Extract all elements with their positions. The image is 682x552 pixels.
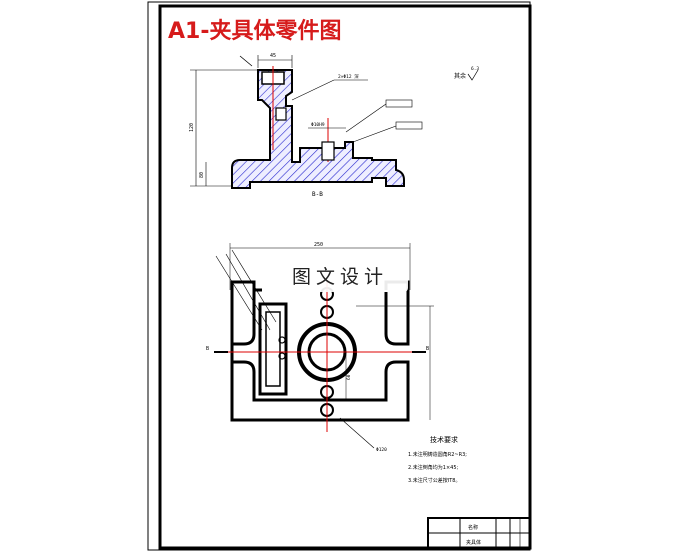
dim-60: 60 <box>346 374 352 380</box>
section-mark-right: B <box>426 346 429 352</box>
title-block: 名称 夹具体 <box>427 517 531 549</box>
boss-hole <box>321 141 335 161</box>
dim-top-width: 45 <box>270 53 276 59</box>
tech-req-item-1: 1.未注明铸造圆角R2~R3; <box>408 451 467 458</box>
left-pocket <box>258 302 288 396</box>
dim-hole-dia: Φ10H9 <box>311 122 325 128</box>
roughness-label: 其余 <box>454 72 466 80</box>
dim-pcd: Φ120 <box>376 447 387 453</box>
plan-view: 250 B B 60 Φ120 <box>206 242 434 453</box>
plan-outline <box>230 280 410 422</box>
section-view: 45 120 80 2×Φ12 深 Φ10H9 B-B <box>189 53 423 198</box>
section-body <box>231 69 405 189</box>
watermark-banner: 图文设计 <box>272 258 408 292</box>
section-label: B-B <box>312 191 323 198</box>
hole-left-2 <box>278 352 286 360</box>
tech-req-item-3: 3.未注尺寸公差按IT8。 <box>408 477 460 484</box>
hole-left-1 <box>278 336 286 344</box>
drawing-title: A1-夹具体零件图 <box>168 19 341 44</box>
inner-frame <box>158 4 532 550</box>
stem-hole <box>275 107 287 121</box>
dim-height: 120 <box>189 123 195 132</box>
title-block-part-name: 夹具体 <box>466 539 481 546</box>
dim-plan-width: 250 <box>314 242 323 248</box>
dim-bottom: 80 <box>199 172 205 178</box>
section-mark-left: B <box>206 346 209 352</box>
tech-req-item-2: 2.未注倒角均为1×45; <box>408 464 459 471</box>
note-holes: 2×Φ12 深 <box>338 73 359 80</box>
roughness-symbol <box>467 69 479 81</box>
title-block-name-label: 名称 <box>468 524 478 531</box>
roughness-value: 6.3 <box>471 66 479 72</box>
tech-req-heading: 技术要求 <box>430 435 458 444</box>
